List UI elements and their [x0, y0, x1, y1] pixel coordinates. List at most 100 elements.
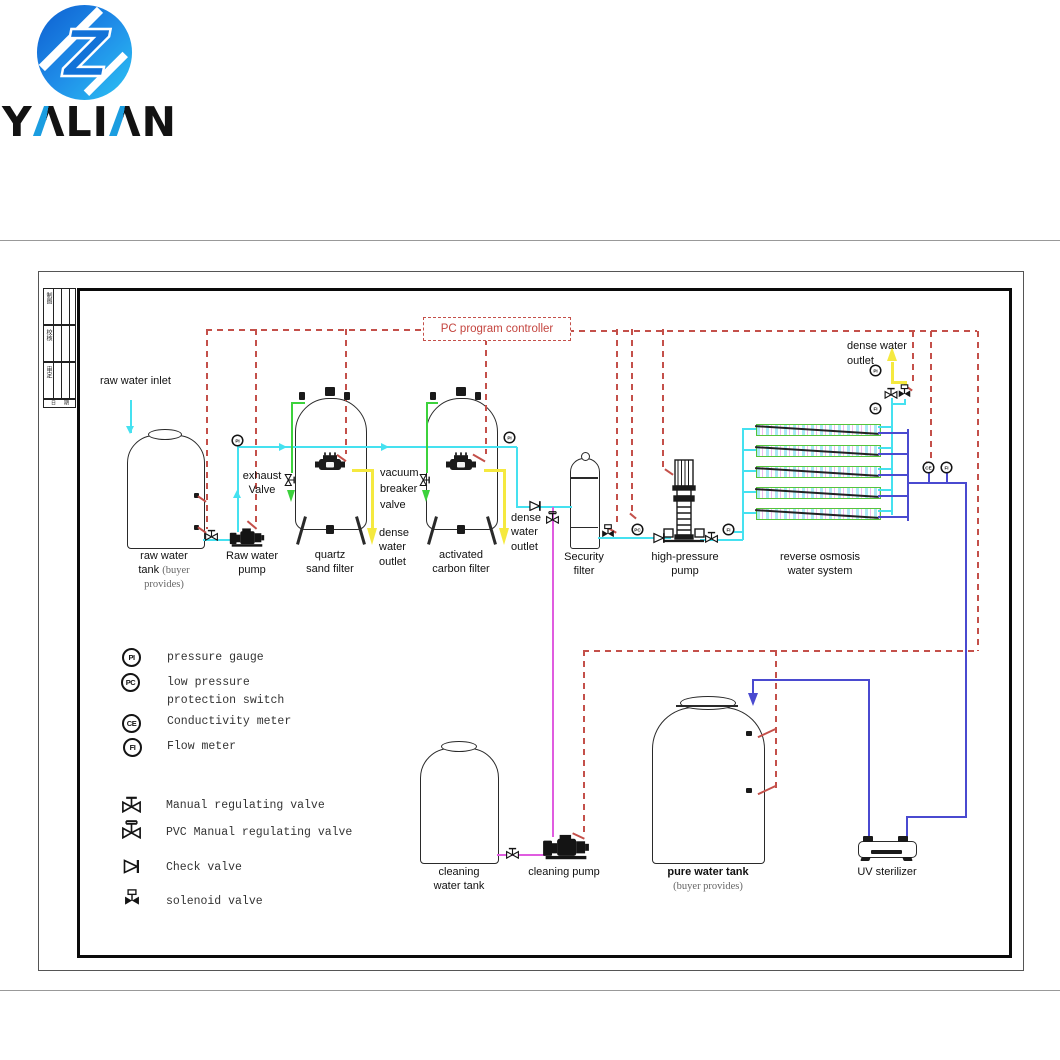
security-filter-vessel [570, 458, 600, 549]
gauge-raw-pump: PI [231, 434, 244, 447]
svg-text:Z: Z [61, 18, 111, 92]
security-outlet-solenoid-valve [601, 524, 615, 540]
pc-program-controller: PC program controller [423, 317, 571, 341]
pipe-tank-to-pump [203, 539, 237, 541]
title-block: 制图 校核 审定 日 期 [43, 288, 76, 408]
product-arrow-icon [748, 693, 758, 706]
ctrl-v [616, 329, 618, 527]
pipe-to-security [516, 506, 572, 508]
cleaning-water-tank [420, 748, 499, 864]
brand-letter: Y [2, 98, 33, 146]
legend-check-valve-icon [123, 859, 141, 874]
pipe-ro-right-stub [878, 489, 891, 491]
vent-arrow-icon [287, 490, 295, 502]
svg-text:CE: CE [925, 465, 931, 470]
pipe-product-stub [878, 474, 909, 476]
uv-sterilizer-foot [902, 857, 913, 861]
label-cleaning-pump: cleaning pump [528, 866, 600, 878]
pipe-ro-right-stub [878, 510, 891, 512]
cleaning-tank-outlet-valve [505, 846, 520, 859]
pipe-vacuum [426, 402, 438, 404]
pipe-exhaust [291, 402, 293, 473]
pipe-ro-feed-stub [742, 428, 756, 430]
pipe-gauge-stem [928, 472, 930, 484]
pipe-to-uv [906, 816, 967, 818]
sand-filter-control-valve-head [315, 452, 345, 472]
check-valve-1 [529, 500, 542, 512]
pipe-dense1 [352, 469, 372, 472]
carbon-filter-control-valve-head [446, 452, 476, 472]
pipe-raw-inlet [130, 400, 132, 433]
pure-tank-level-sensor [746, 731, 752, 736]
gauge-dense-top-1: PI [869, 364, 882, 377]
pipe-dense-top [891, 381, 906, 384]
sand-filter-bottom-fitting [326, 525, 334, 534]
sand-filter-top-fitting [344, 392, 350, 400]
dense-arrow-icon [887, 347, 897, 361]
pipe-pump-out [700, 539, 743, 541]
pipe-uv-out-riser [868, 680, 870, 840]
dense-arrow-icon [367, 528, 377, 545]
pipe-ro-right-stub [878, 468, 891, 470]
uv-sterilizer-band [871, 850, 902, 854]
pipe-security-out [598, 537, 671, 539]
pipe-ro-right-stub [878, 447, 891, 449]
legend-label-pvc-valve: PVC Manual regulating valve [166, 826, 353, 839]
pipe-product-stub [878, 453, 909, 455]
carbon-filter-top-fitting [430, 392, 436, 400]
raw-water-tank-lid [148, 429, 182, 440]
legend-label-flow-meter: Flow meter [167, 740, 237, 753]
pipe-ro-right-stub [878, 426, 891, 428]
security-filter-cap [581, 452, 590, 461]
pipe-ro-right-riser [891, 398, 893, 515]
pipe-feed-gauge-stub [734, 531, 743, 533]
pc-program-controller-label: PC program controller [440, 323, 554, 335]
pipe-cleaning-suction [497, 854, 545, 856]
ctrl-v [662, 329, 664, 469]
vacuum-breaker-valve-inline [419, 473, 433, 487]
exhaust-valve [284, 473, 298, 487]
label-raw-water-inlet: raw water inlet [100, 375, 171, 387]
brand-letter: I [92, 98, 109, 146]
ctrl-v [930, 331, 932, 462]
legend-label-solenoid-valve: solenoid valve [166, 895, 263, 908]
ctrl-v [583, 650, 585, 832]
pipe-gauge-stem [946, 472, 948, 484]
high-pressure-pump [662, 459, 706, 549]
svg-text:PC: PC [634, 527, 641, 532]
ro-membrane-5 [755, 508, 881, 520]
hp-pump-outlet-valve [704, 530, 719, 543]
brand-letter: L [65, 98, 93, 146]
carbon-filter-top-fitting [475, 392, 481, 400]
svg-text:FI: FI [873, 406, 877, 411]
dense-outlet-solenoid-valve [898, 384, 911, 400]
pipe-product-stub [878, 516, 909, 518]
raw-tank-level-sensor [194, 525, 199, 530]
ctrl-v [977, 331, 979, 651]
pipe-to-pure-tank [752, 679, 870, 681]
pipe-ro-feed-stub [742, 449, 756, 451]
brand-letter: Λ [108, 98, 142, 146]
raw-water-tank [127, 435, 205, 549]
label-uv-sterilizer: UV sterilizer [857, 866, 917, 878]
legend-symbol-pressure-gauge: PI [122, 648, 141, 667]
ctrl-v [345, 329, 347, 454]
ctrl-h-main [206, 329, 424, 331]
cleaning-pump [543, 833, 589, 861]
ctrl-v [206, 329, 208, 529]
ctrl-h-main [568, 330, 977, 332]
carbon-filter-bottom-fitting [457, 525, 465, 534]
pipe-dense-elbow [904, 399, 906, 405]
pure-water-tank-lid-base [676, 705, 738, 707]
svg-text:FI: FI [944, 465, 948, 470]
pipe-dense2 [484, 469, 504, 472]
pipe-pump-riser [237, 447, 239, 532]
pipe-dense-elbow [891, 403, 906, 405]
pipe-product-stub [878, 495, 909, 497]
